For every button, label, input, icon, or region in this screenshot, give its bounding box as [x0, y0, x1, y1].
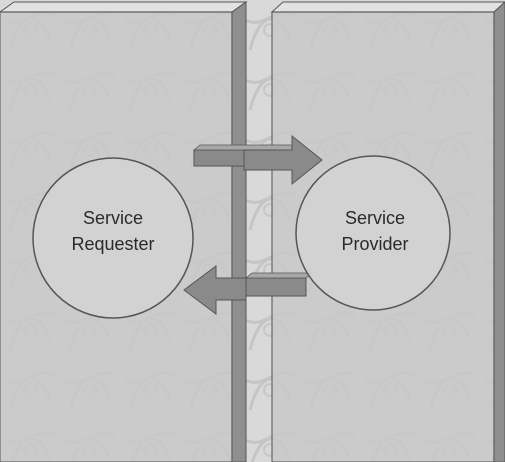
requester-label-line1: Service	[83, 208, 143, 228]
provider-label-line2: Provider	[341, 234, 408, 254]
provider-label-line1: Service	[345, 208, 405, 228]
arrow-provider-to-requester	[183, 265, 314, 315]
requester-label-line2: Requester	[71, 234, 154, 254]
node-requester: Service Requester	[32, 157, 194, 319]
node-provider: Service Provider	[295, 155, 451, 311]
arrow-requester-to-provider	[192, 134, 323, 186]
